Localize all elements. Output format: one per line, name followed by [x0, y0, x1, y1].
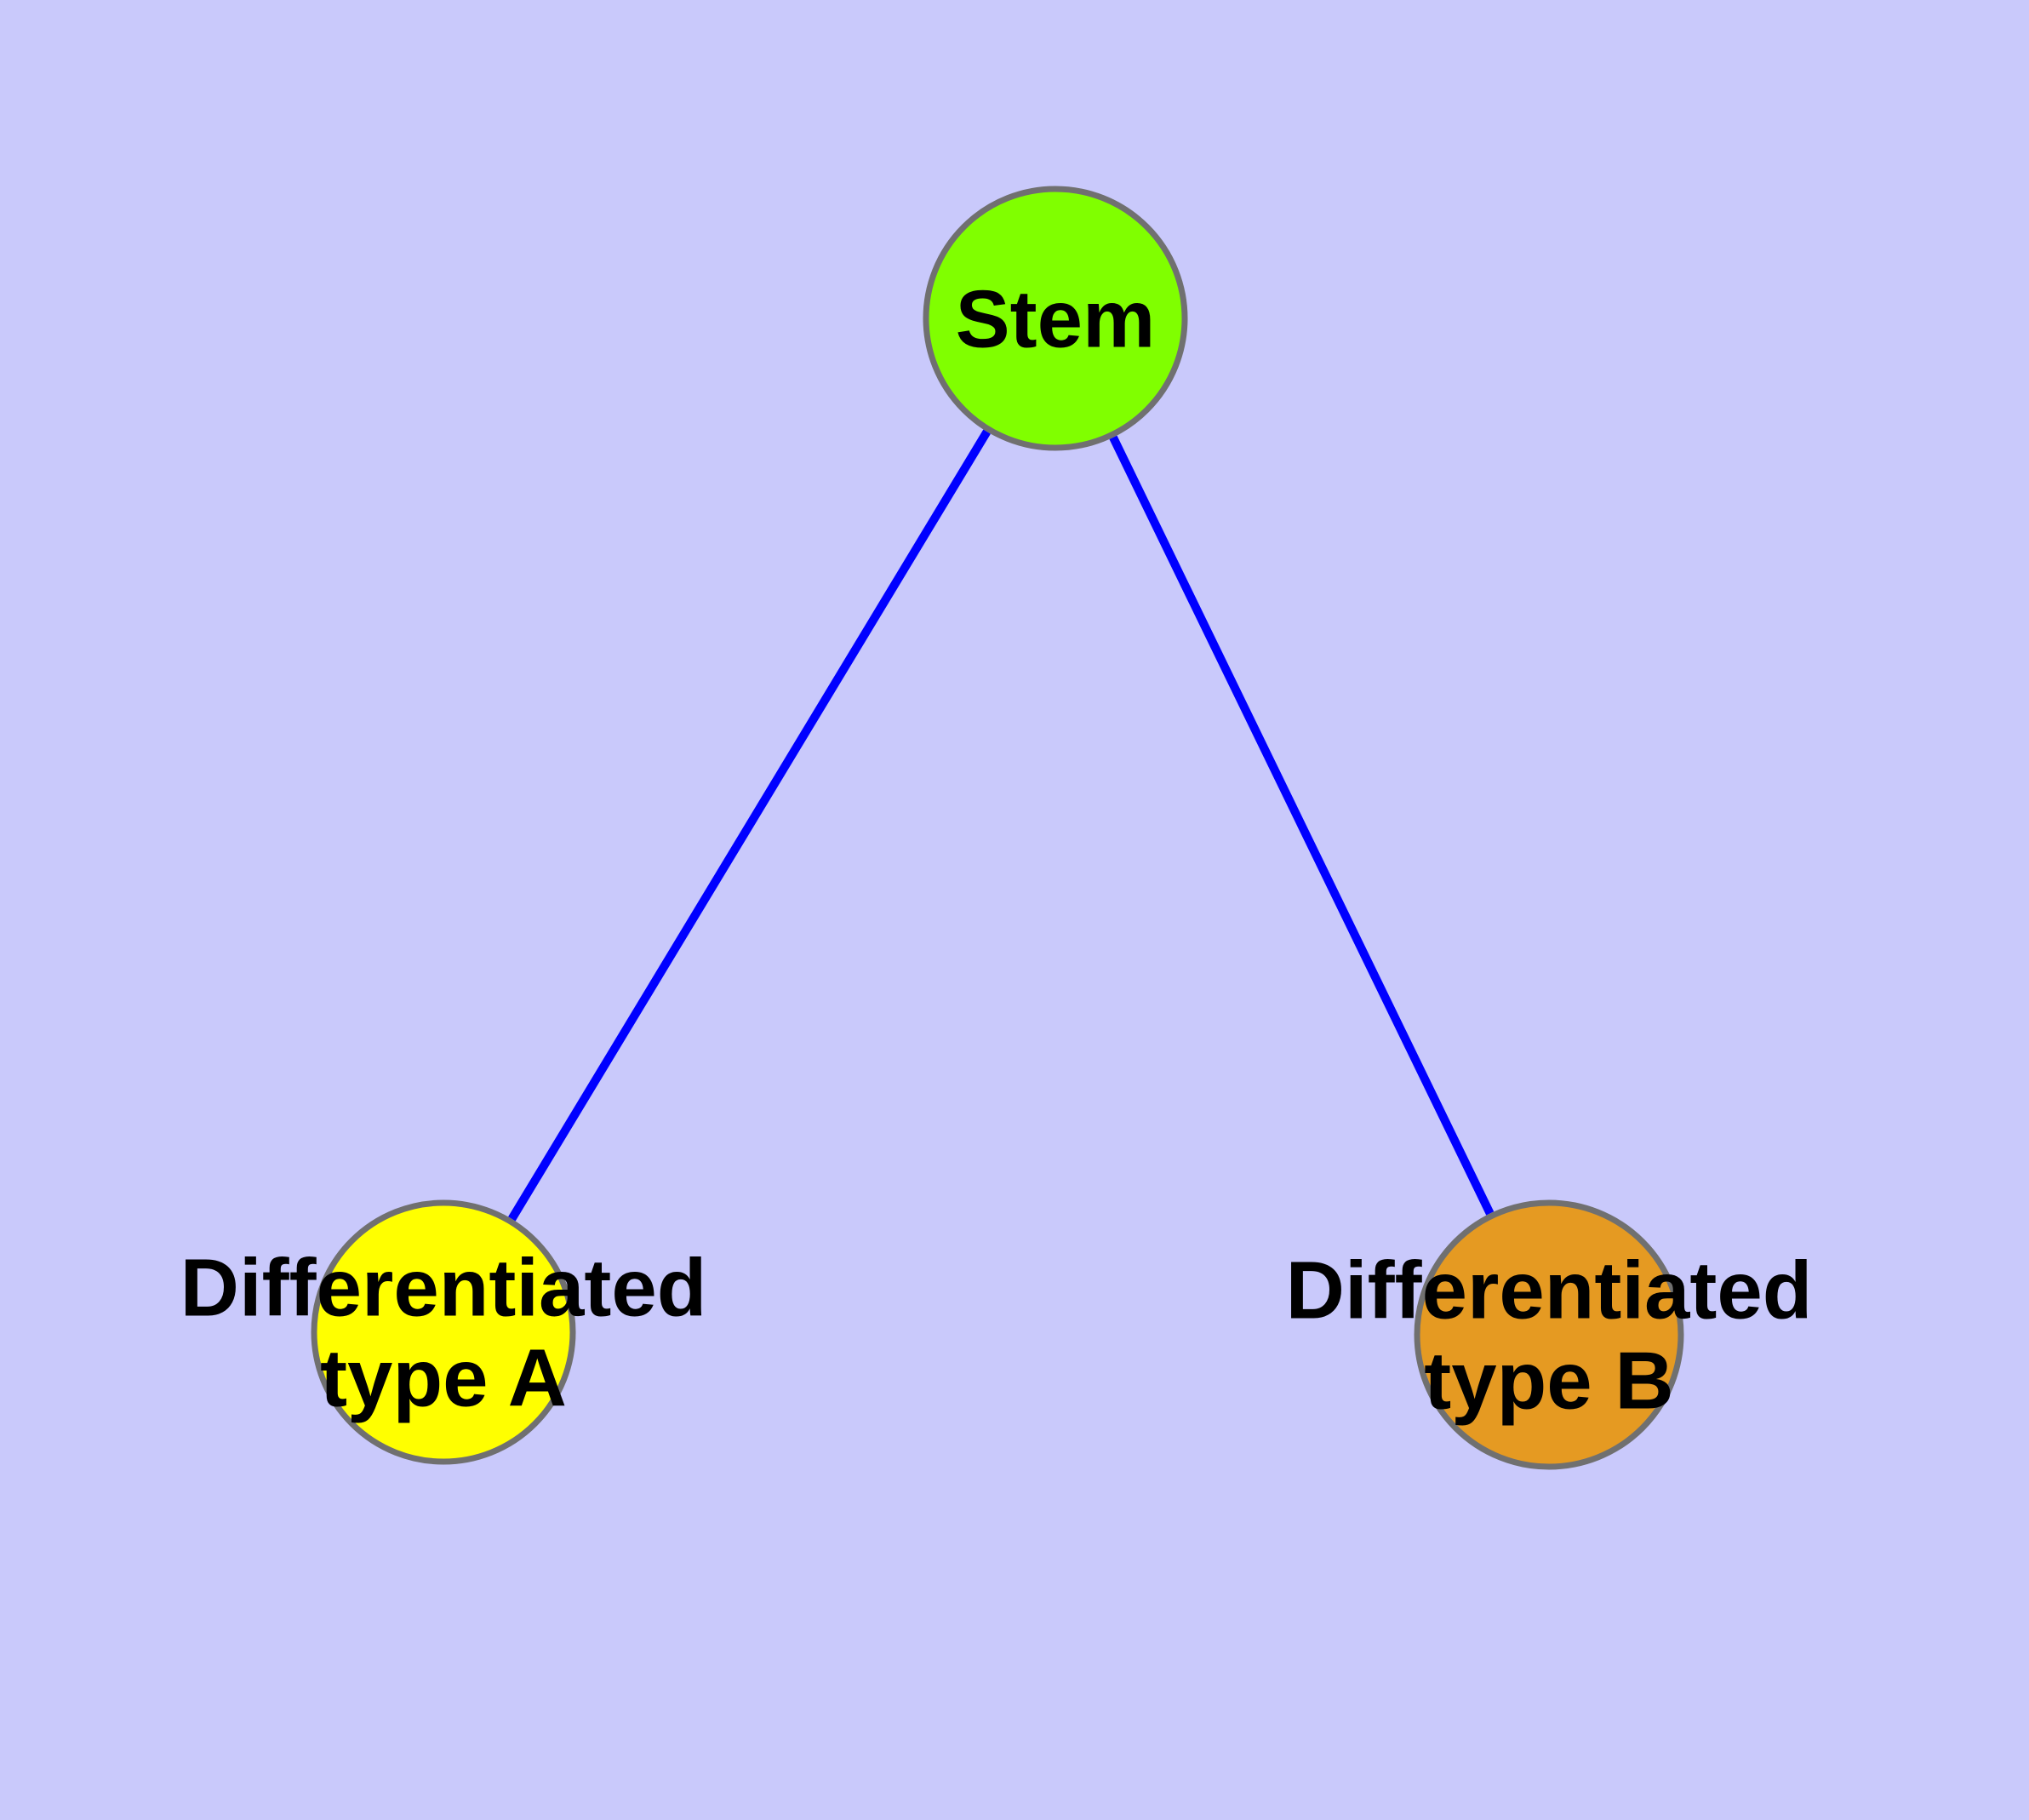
edge-stem-diff-a[interactable] — [508, 429, 991, 1222]
node-label-line: type B — [1424, 1336, 1673, 1427]
node-stem[interactable]: Stem — [923, 186, 1188, 451]
node-label-line: Differentiated — [1286, 1245, 1813, 1336]
node-label-stem: Stem — [956, 274, 1156, 365]
node-label-line: Differentiated — [180, 1243, 707, 1334]
edges-layer — [508, 429, 1495, 1222]
node-circle-diff_a[interactable] — [311, 1199, 576, 1465]
node-label-line: Stem — [956, 274, 1156, 365]
node-label-line: type A — [320, 1333, 567, 1424]
node-circle-diff_b[interactable] — [1414, 1199, 1684, 1470]
edge-stem-diff-b[interactable] — [1109, 435, 1495, 1216]
node-circle-stem[interactable] — [923, 186, 1188, 451]
